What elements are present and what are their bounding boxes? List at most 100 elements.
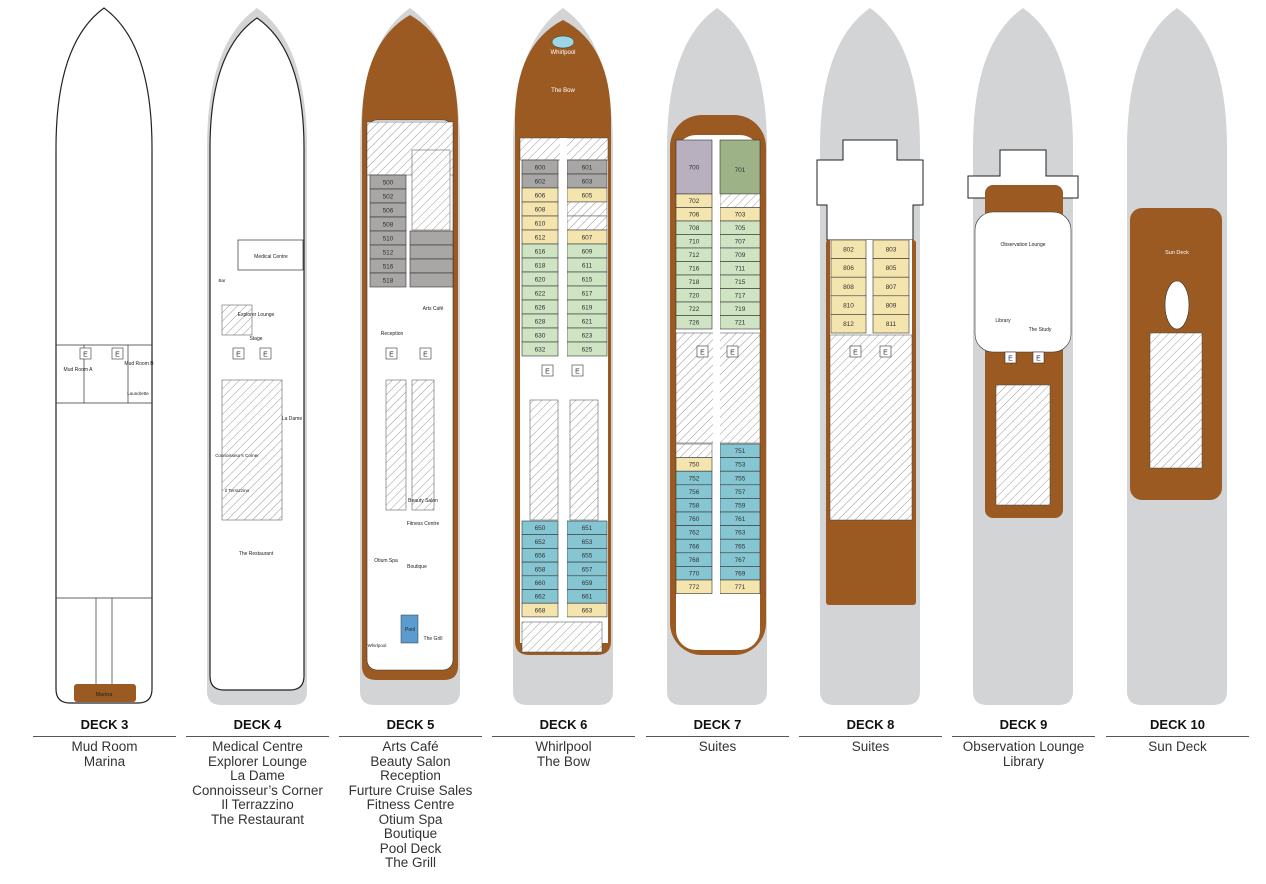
cabin-number: 655 (582, 553, 593, 560)
cabin-632 (521, 341, 559, 357)
elevator-icon (111, 347, 124, 360)
pool (400, 614, 419, 644)
deck-title: DECK 5 (339, 716, 482, 737)
cabin-number: 663 (582, 607, 593, 614)
map-label-the-restaurant: The Restaurant (239, 551, 274, 557)
cabin-number: 771 (735, 584, 746, 591)
deck-features: Suites (646, 739, 789, 755)
cabin-number: 600 (535, 164, 546, 171)
hatched-area (411, 379, 435, 511)
cabin-number: 709 (735, 252, 746, 259)
cabin-number: 603 (582, 178, 593, 185)
cabin-number: 615 (582, 276, 593, 283)
map-label-sun-deck: Sun Deck (1165, 250, 1189, 256)
elevator-label: E (423, 352, 428, 359)
cabin-number: 808 (843, 284, 854, 291)
cabin-number: 617 (582, 290, 593, 297)
cabin-number: 715 (735, 279, 746, 286)
cabin-number: 702 (689, 198, 700, 205)
elevator-icon (849, 345, 862, 358)
deck-feature: Sun Deck (1148, 739, 1207, 754)
elevator-icon (259, 347, 272, 360)
cabin-number: 770 (689, 571, 700, 578)
cabin-number: 510 (383, 235, 394, 242)
map-label-observation-lounge: Observation Lounge (1000, 242, 1045, 248)
elevator-icon (541, 364, 554, 377)
cabin-number: 718 (689, 279, 700, 286)
elevator-label: E (883, 350, 888, 357)
deck-title: DECK 8 (799, 716, 942, 737)
deck-feature: The Bow (536, 753, 591, 769)
deck-3-walls (56, 344, 152, 690)
elevator-label: E (1036, 356, 1041, 363)
elevator-icon (232, 347, 245, 360)
deck-title: DECK 3 (33, 716, 176, 737)
cabin-number: 752 (689, 475, 700, 482)
elevator-label: E (389, 352, 394, 359)
cabin-number: 717 (735, 293, 746, 300)
deck-feature: Beauty Salon (370, 753, 451, 769)
cabin-number: 651 (582, 525, 593, 532)
elevator-label: E (115, 352, 120, 359)
cabin-number: 516 (383, 263, 394, 270)
corridor (713, 194, 720, 594)
cabin-number: 616 (535, 248, 546, 255)
map-label-beauty-salon: Beauty Salon (408, 498, 438, 504)
deck-feature: Il Terrazzino (221, 797, 294, 812)
cabin-number: 763 (735, 530, 746, 537)
whirlpool-icon (551, 35, 575, 49)
map-label-mud-room-b: Mud Room B (124, 361, 154, 367)
cabin-number: 806 (843, 265, 854, 272)
cabin-number: 810 (843, 302, 854, 309)
map-label-il-terrazzino: Il Terrazzino (225, 488, 250, 493)
deck-feature: Connoisseur’s Corner (192, 782, 323, 798)
deck-feature: Suites (851, 739, 890, 754)
cabin-number: 811 (886, 321, 897, 328)
cabin-number: 726 (689, 320, 700, 327)
cabin-number: 618 (535, 262, 546, 269)
deck-8-column: DECK 8 Suites (799, 716, 942, 755)
map-label-mud-room-a: Mud Room A (64, 367, 94, 373)
cabin-number: 605 (582, 192, 593, 199)
deck-feature: Observation Lounge (962, 739, 1085, 754)
deck-feature: The Grill (384, 855, 436, 870)
cabin-number: 701 (735, 167, 746, 174)
deck-feature: Pool Deck (379, 840, 442, 856)
cabin-number: 609 (582, 248, 593, 255)
corridor (560, 138, 567, 618)
cabin-700 (675, 139, 713, 195)
deck-title: DECK 9 (952, 716, 1095, 737)
deck-feature: Reception (380, 768, 441, 783)
elevator-icon (696, 345, 709, 358)
deck-feature: Furture Cruise Sales (348, 782, 473, 798)
crew-cabin (409, 272, 454, 288)
cabin-772 (675, 579, 713, 594)
cabin-number: 620 (535, 276, 546, 283)
crew-cabin (409, 258, 454, 274)
cabin-number: 712 (689, 252, 700, 259)
map-label-bar: Bar (218, 278, 226, 283)
cabin-number: 661 (582, 594, 593, 601)
cabin-number: 668 (535, 607, 546, 614)
hatched-area (719, 193, 761, 208)
cabin-number: 807 (886, 284, 897, 291)
elevator-icon (726, 345, 739, 358)
hatched-area (221, 304, 253, 336)
cabin-726 (675, 315, 713, 330)
cabin-number: 508 (383, 221, 394, 228)
hatched-area (569, 399, 599, 521)
cabin-number: 711 (735, 266, 746, 273)
cabin-number: 756 (689, 489, 700, 496)
cabin-number: 803 (886, 247, 897, 254)
elevator-label: E (730, 350, 735, 357)
sun-deck-feature (1164, 280, 1190, 330)
deck-feature: Suites (698, 739, 737, 754)
cabin-number: 657 (582, 566, 593, 573)
cabin-number: 632 (535, 346, 546, 353)
